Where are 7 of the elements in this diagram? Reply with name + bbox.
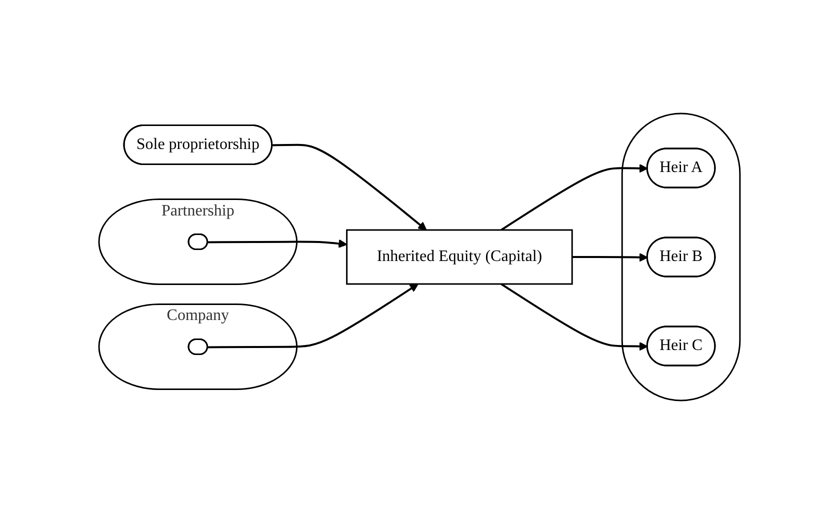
arrow bbox=[572, 252, 648, 262]
arrow bbox=[207, 239, 347, 248]
arrow bbox=[500, 283, 648, 351]
arrow bbox=[272, 144, 426, 230]
arrow bbox=[207, 284, 418, 348]
node-box: Inherited Equity (Capital) bbox=[346, 229, 572, 285]
arrow bbox=[500, 164, 648, 231]
